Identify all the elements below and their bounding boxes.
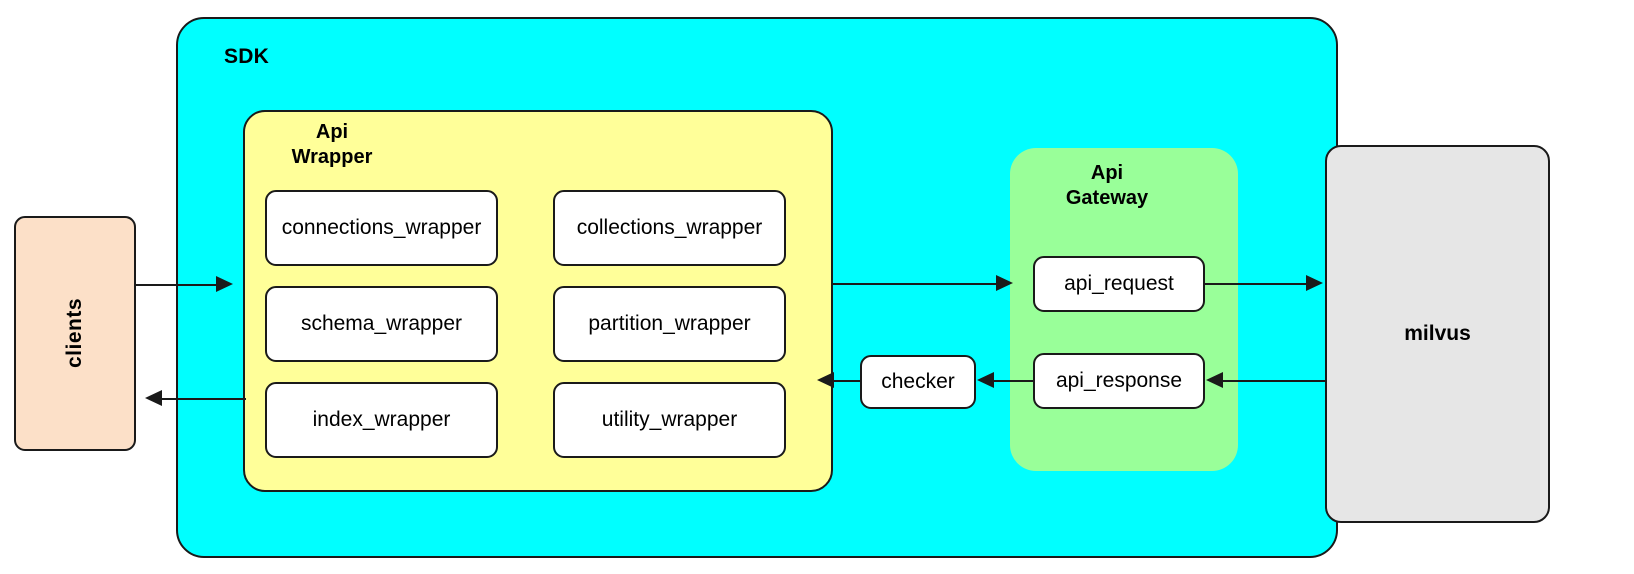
node-index-wrapper-label: index_wrapper (312, 407, 451, 431)
node-checker[interactable]: checker (860, 355, 976, 409)
arrowhead-left-icon (145, 390, 162, 406)
node-milvus[interactable]: milvus (1325, 145, 1550, 523)
node-checker-label: checker (881, 369, 955, 393)
node-partition-wrapper-label: partition_wrapper (588, 311, 751, 335)
node-clients-label: clients (62, 298, 86, 369)
node-schema-wrapper-label: schema_wrapper (300, 311, 463, 335)
node-api-response[interactable]: api_response (1033, 353, 1205, 409)
api-gateway-label-line1: Api (1090, 162, 1124, 184)
node-utility-wrapper-label: utility_wrapper (601, 407, 738, 431)
node-api-response-label: api_response (1055, 368, 1183, 392)
node-connections-wrapper-label: connections_wrapper (281, 215, 482, 239)
arrowhead-right-icon (996, 275, 1013, 291)
arrowhead-right-icon (216, 276, 233, 292)
arrowhead-left-icon (817, 372, 834, 388)
api-wrapper-label-line2: Wrapper (291, 146, 373, 168)
node-schema-wrapper[interactable]: schema_wrapper (265, 286, 498, 362)
edge-milvus-to-api-response (1222, 380, 1325, 382)
node-api-request-label: api_request (1064, 271, 1174, 295)
edge-checker-to-api-wrapper (833, 380, 860, 382)
node-api-request[interactable]: api_request (1033, 256, 1205, 312)
node-utility-wrapper[interactable]: utility_wrapper (553, 382, 786, 458)
node-collections-wrapper-label: collections_wrapper (576, 215, 763, 239)
node-index-wrapper[interactable]: index_wrapper (265, 382, 498, 458)
node-clients[interactable]: clients (14, 216, 136, 451)
node-partition-wrapper[interactable]: partition_wrapper (553, 286, 786, 362)
arrowhead-right-icon (1306, 275, 1323, 291)
arrowhead-left-icon (1206, 372, 1223, 388)
edge-api-request-to-milvus (1205, 283, 1308, 285)
sdk-label: SDK (224, 45, 269, 68)
api-gateway-label: Api Gateway (1032, 161, 1182, 211)
edge-clients-to-api-wrapper (136, 284, 218, 286)
api-wrapper-label: Api Wrapper (257, 120, 407, 170)
edge-api-wrapper-to-api-gateway (833, 283, 999, 285)
node-collections-wrapper[interactable]: collections_wrapper (553, 190, 786, 266)
node-connections-wrapper[interactable]: connections_wrapper (265, 190, 498, 266)
arrowhead-left-icon (977, 372, 994, 388)
edge-api-response-to-checker (993, 380, 1033, 382)
api-gateway-label-line2: Gateway (1065, 187, 1149, 209)
edge-api-wrapper-to-clients (162, 398, 246, 400)
api-wrapper-label-line1: Api (315, 121, 349, 143)
node-milvus-label: milvus (1404, 321, 1471, 345)
